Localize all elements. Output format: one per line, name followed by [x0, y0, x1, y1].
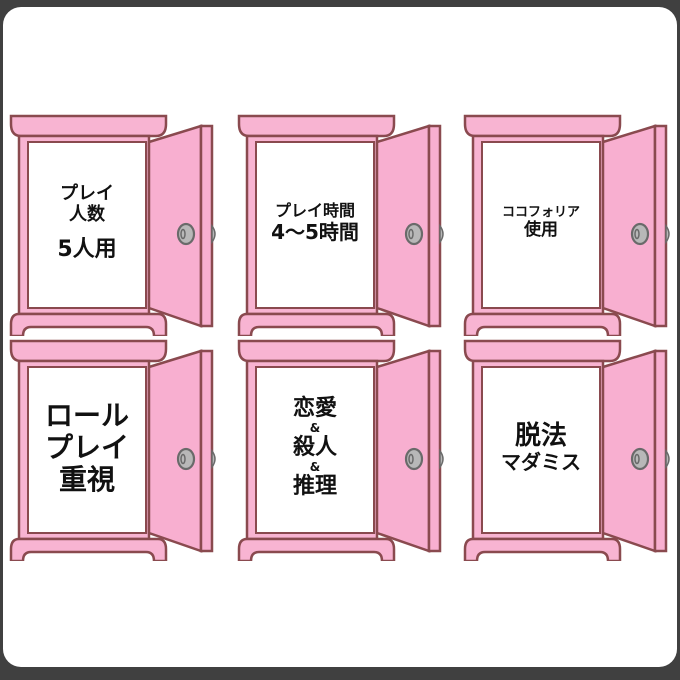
label-line: プレイ	[60, 182, 114, 204]
label-line: 人数	[69, 203, 105, 225]
cabinet-icon	[463, 339, 670, 561]
cabinet-icon	[237, 114, 444, 336]
cabinet-icon	[237, 339, 444, 561]
label-line: マダミス	[501, 450, 581, 475]
label-line: 恋愛	[292, 396, 337, 422]
cabinet-play-players: プレイ人数 5人用	[6, 110, 226, 336]
cabinet-label: ロールプレイ重視	[26, 365, 148, 531]
label-line	[85, 225, 88, 237]
label-line: 殺人	[292, 435, 337, 461]
label-line: プレイ時間	[274, 201, 355, 221]
label-line: ココフォリア	[501, 204, 580, 220]
label-line: 脱法	[514, 420, 567, 451]
cabinet-escape-madamis: 脱法マダミス	[460, 335, 677, 561]
label-line: &	[309, 459, 321, 474]
label-line: 推理	[292, 474, 337, 500]
cabinet-icon	[463, 114, 670, 336]
label-line: 4～5時間	[271, 219, 359, 244]
cabinet-genres: 恋愛&殺人&推理	[234, 335, 454, 561]
label-line: 重視	[58, 463, 115, 497]
label-line: 使用	[524, 219, 558, 240]
label-line: 5人用	[57, 236, 117, 262]
label-line: ロール	[44, 398, 129, 432]
cabinet-label: 脱法マダミス	[480, 365, 602, 531]
label-line: &	[309, 420, 321, 435]
cabinet-label: 恋愛&殺人&推理	[254, 365, 376, 531]
cabinet-label: プレイ人数 5人用	[26, 140, 148, 306]
cabinet-icon	[9, 114, 216, 336]
cabinet-cocofolia: ココフォリア使用	[460, 110, 677, 336]
cabinet-roleplay: ロールプレイ重視	[6, 335, 226, 561]
cabinet-label: ココフォリア使用	[480, 140, 602, 306]
cabinet-icon	[9, 339, 216, 561]
label-line: プレイ	[44, 430, 129, 464]
